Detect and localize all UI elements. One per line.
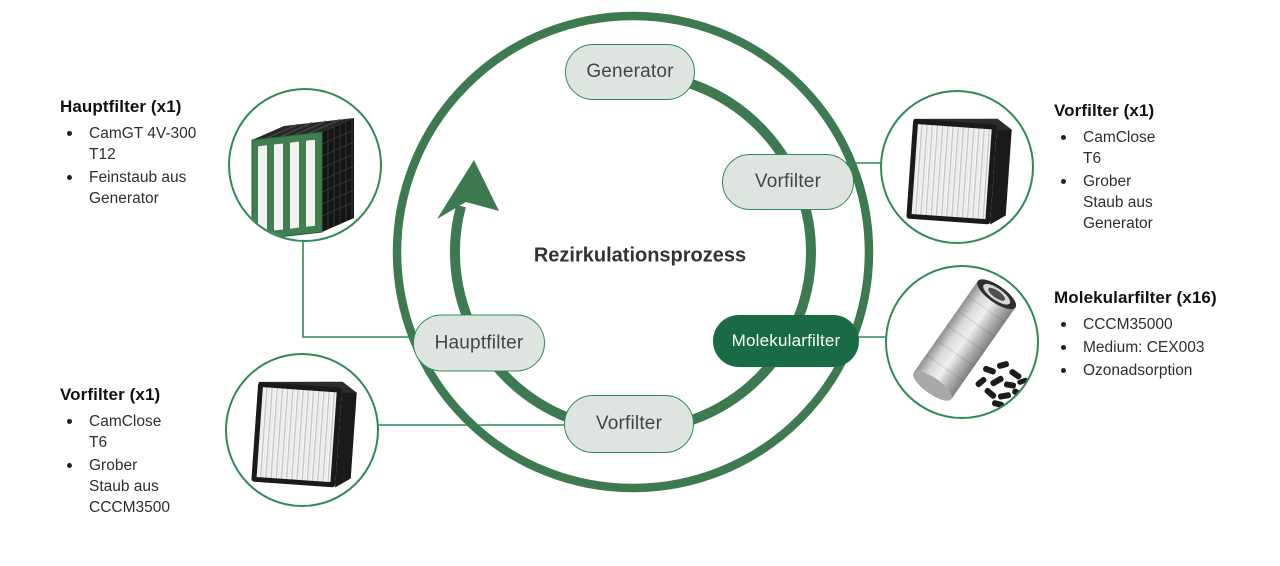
callout-vorfilter-top-heading: Vorfilter (x1) — [1054, 101, 1155, 120]
callout-item-text: CamClose T6 — [89, 413, 162, 451]
callout-item: Grober Staub aus Generator — [1054, 171, 1172, 234]
node-vorfilter-bottom-label: Vorfilter — [595, 413, 663, 434]
photo-vorfilter-bottom-panel-filter — [225, 353, 379, 507]
callout-item-text: CamGT 4V-300 T12 — [89, 125, 197, 163]
callout-molekularfilter: Molekularfilter (x16) CCCM35000 Medium: … — [1054, 288, 1264, 383]
callout-hauptfilter-heading: Hauptfilter (x1) — [60, 97, 182, 116]
callout-molekularfilter-heading: Molekularfilter (x16) — [1054, 288, 1217, 307]
node-vorfilter-top-label: Vorfilter — [754, 171, 822, 192]
node-generator-label: Generator — [586, 61, 674, 82]
node-hauptfilter: Hauptfilter — [413, 314, 545, 372]
flow-arrowhead-icon — [437, 160, 499, 219]
photo-hauptfilter-vbank-filter — [228, 88, 382, 242]
callout-item: Feinstaub aus Generator — [60, 167, 210, 209]
pleated-panel-filter-icon — [251, 381, 357, 488]
node-hauptfilter-label: Hauptfilter — [434, 332, 524, 353]
callout-molekularfilter-list: CCCM35000 Medium: CEX003 Ozonadsorption — [1054, 314, 1214, 381]
node-molekularfilter-label: Molekularfilter — [731, 331, 841, 350]
callout-vorfilter-top-list: CamClose T6 Grober Staub aus Generator — [1054, 127, 1172, 234]
callout-item-text: CamClose T6 — [1083, 129, 1156, 167]
connector-hauptfilter — [302, 242, 435, 338]
callout-hauptfilter: Hauptfilter (x1) CamGT 4V-300 T12 Feinst… — [60, 97, 260, 211]
callout-item-text: Grober Staub aus Generator — [1083, 173, 1153, 232]
callout-item-text: CCCM35000 — [1083, 316, 1173, 333]
callout-hauptfilter-list: CamGT 4V-300 T12 Feinstaub aus Generator — [60, 123, 210, 209]
callout-item-text: Feinstaub aus Generator — [89, 169, 187, 207]
callout-item: CamClose T6 — [60, 411, 178, 453]
callout-item: Grober Staub aus CCCM3500 — [60, 455, 178, 518]
molecular-filter-cartridge-icon — [913, 279, 1028, 410]
callout-vorfilter-top: Vorfilter (x1) CamClose T6 Grober Staub … — [1054, 101, 1244, 236]
callout-item: CCCM35000 — [1054, 314, 1214, 335]
diagram-title: Rezirkulationsprozess — [533, 244, 747, 267]
node-vorfilter-top: Vorfilter — [722, 154, 854, 210]
pleated-panel-filter-icon — [906, 118, 1012, 225]
callout-vorfilter-bottom: Vorfilter (x1) CamClose T6 Grober Staub … — [60, 385, 250, 520]
node-vorfilter-bottom: Vorfilter — [564, 395, 694, 453]
node-molekularfilter: Molekularfilter — [713, 315, 859, 367]
photo-molekularfilter-cartridge — [885, 265, 1039, 419]
node-generator: Generator — [565, 44, 695, 100]
callout-item-text: Medium: CEX003 — [1083, 339, 1205, 356]
callout-item: Medium: CEX003 — [1054, 337, 1214, 358]
callout-item: Ozonadsorption — [1054, 360, 1214, 381]
callout-item: CamClose T6 — [1054, 127, 1172, 169]
callout-vorfilter-bottom-list: CamClose T6 Grober Staub aus CCCM3500 — [60, 411, 178, 518]
outer-ring — [392, 11, 874, 493]
callout-item-text: Ozonadsorption — [1083, 362, 1193, 379]
v-bank-filter-icon — [251, 118, 355, 240]
callout-item: CamGT 4V-300 T12 — [60, 123, 210, 165]
photo-vorfilter-top-panel-filter — [880, 90, 1034, 244]
callout-item-text: Grober Staub aus CCCM3500 — [89, 457, 170, 516]
callout-vorfilter-bottom-heading: Vorfilter (x1) — [60, 385, 161, 404]
